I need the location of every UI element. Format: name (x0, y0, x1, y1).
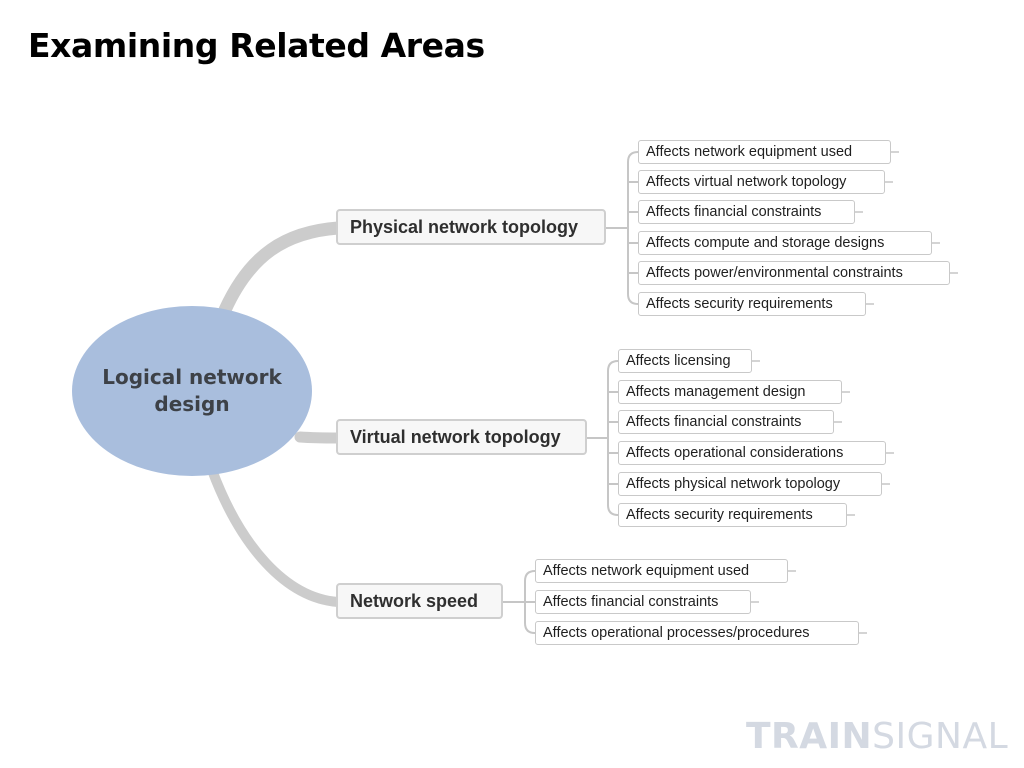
leaf-virtual-6: Affects security requirements (618, 503, 847, 527)
leaf-physical-2: Affects virtual network topology (638, 170, 885, 194)
center-node: Logical network design (72, 306, 312, 476)
branch-connector-virtual (294, 431, 344, 444)
branch-connector-physical (218, 221, 345, 317)
branch-connector-speed (207, 465, 343, 607)
leaf-physical-6: Affects security requirements (638, 292, 866, 316)
leaf-physical-3: Affects financial constraints (638, 200, 855, 224)
bracket-physical (627, 151, 639, 305)
leaf-speed-1: Affects network equipment used (535, 559, 788, 583)
branch-node-physical: Physical network topology (336, 209, 606, 245)
branch-node-speed: Network speed (336, 583, 503, 619)
branch-node-virtual: Virtual network topology (336, 419, 587, 455)
leaf-physical-1: Affects network equipment used (638, 140, 891, 164)
leaf-physical-4: Affects compute and storage designs (638, 231, 932, 255)
leaf-virtual-5: Affects physical network topology (618, 472, 882, 496)
leaf-virtual-2: Affects management design (618, 380, 842, 404)
center-node-label: Logical network design (102, 365, 282, 416)
leaf-speed-2: Affects financial constraints (535, 590, 751, 614)
leaf-virtual-4: Affects operational considerations (618, 441, 886, 465)
bracket-virtual (607, 360, 619, 516)
leaf-speed-3: Affects operational processes/procedures (535, 621, 859, 645)
trainsignal-logo: TRAINSIGNAL (746, 716, 1008, 757)
brand-part-1: TRAIN (746, 716, 873, 757)
brand-part-2: SIGNAL (872, 716, 1009, 757)
leaf-physical-5: Affects power/environmental constraints (638, 261, 950, 285)
leaf-virtual-1: Affects licensing (618, 349, 752, 373)
slide-title: Examining Related Areas (28, 26, 485, 65)
leaf-virtual-3: Affects financial constraints (618, 410, 834, 434)
